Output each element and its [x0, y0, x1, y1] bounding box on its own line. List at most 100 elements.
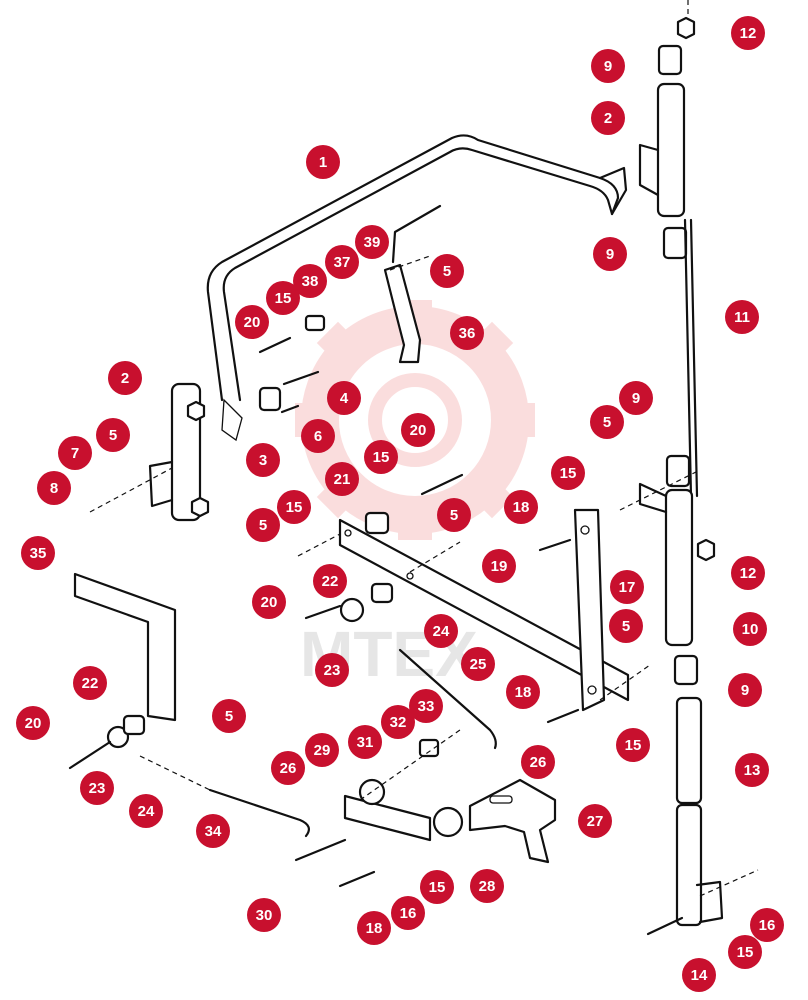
callout-23: 23 — [315, 653, 349, 687]
callout-number: 5 — [443, 263, 451, 280]
link-rod — [398, 648, 497, 750]
callout-30: 30 — [247, 898, 281, 932]
callout-number: 20 — [244, 314, 261, 331]
callout-number: 5 — [225, 708, 233, 725]
callout-circle — [506, 675, 540, 709]
callout-number: 21 — [334, 471, 351, 488]
callout-25: 25 — [461, 647, 495, 681]
callout-number: 37 — [334, 254, 351, 271]
callout-circle — [266, 281, 300, 315]
callout-number: 20 — [25, 715, 42, 732]
left-pivot-tube — [148, 382, 210, 522]
callout-5: 5 — [212, 699, 246, 733]
callout-circle — [21, 536, 55, 570]
callout-number: 6 — [314, 428, 322, 445]
callout-number: 26 — [280, 760, 297, 777]
callout-number: 16 — [759, 917, 776, 934]
callout-19: 19 — [482, 549, 516, 583]
callout-number: 33 — [418, 698, 435, 715]
callout-circle — [381, 705, 415, 739]
callout-31: 31 — [348, 725, 382, 759]
callout-15: 15 — [728, 935, 762, 969]
callout-5: 5 — [590, 405, 624, 439]
callout-5: 5 — [437, 498, 471, 532]
callout-number: 2 — [604, 110, 612, 127]
callout-number: 13 — [744, 762, 761, 779]
callout-number: 5 — [109, 427, 117, 444]
callout-circle — [293, 264, 327, 298]
callout-12: 12 — [731, 556, 765, 590]
callout-circle — [725, 300, 759, 334]
callout-15: 15 — [364, 440, 398, 474]
callout-number: 22 — [82, 675, 99, 692]
callout-34: 34 — [196, 814, 230, 848]
callout-15: 15 — [420, 870, 454, 904]
callout-circle — [521, 745, 555, 779]
callout-circle — [591, 101, 625, 135]
pivot-bracket — [343, 778, 464, 842]
callout-6: 6 — [301, 419, 335, 453]
callout-number: 36 — [459, 325, 476, 342]
callout-circle — [129, 794, 163, 828]
callout-circle — [430, 254, 464, 288]
callout-circle — [271, 751, 305, 785]
callout-33: 33 — [409, 689, 443, 723]
assembly-axis-lines — [89, 255, 759, 897]
callout-24: 24 — [424, 614, 458, 648]
callout-20: 20 — [16, 706, 50, 740]
callout-number: 12 — [740, 565, 757, 582]
callout-9: 9 — [728, 673, 762, 707]
callout-circle — [327, 381, 361, 415]
callout-8: 8 — [37, 471, 71, 505]
callout-circle — [325, 245, 359, 279]
callout-number: 18 — [366, 920, 383, 937]
callout-number: 15 — [625, 737, 642, 754]
callout-4: 4 — [327, 381, 361, 415]
callout-number: 15 — [429, 879, 446, 896]
callout-circle — [96, 418, 130, 452]
callout-number: 20 — [410, 422, 427, 439]
callout-number: 15 — [737, 944, 754, 961]
callout-number: 2 — [121, 370, 129, 387]
callout-number: 12 — [740, 25, 757, 42]
callout-20: 20 — [235, 305, 269, 339]
callout-number: 8 — [50, 480, 58, 497]
callout-circle — [247, 898, 281, 932]
callout-circle — [401, 413, 435, 447]
callout-number: 24 — [138, 803, 155, 820]
callout-number: 15 — [286, 499, 303, 516]
callout-23: 23 — [80, 771, 114, 805]
callout-circle — [325, 462, 359, 496]
callout-number: 19 — [491, 558, 508, 575]
callout-5: 5 — [96, 418, 130, 452]
callout-38: 38 — [293, 264, 327, 298]
callout-number: 15 — [373, 449, 390, 466]
callout-number: 30 — [256, 907, 273, 924]
callout-circle — [610, 570, 644, 604]
callout-circle — [357, 911, 391, 945]
callout-number: 22 — [322, 573, 339, 590]
callout-28: 28 — [470, 869, 504, 903]
callout-circle — [733, 612, 767, 646]
callout-18: 18 — [506, 675, 540, 709]
callout-number: 35 — [30, 545, 47, 562]
callout-circle — [482, 549, 516, 583]
callout-circle — [315, 653, 349, 687]
callout-number: 3 — [259, 452, 267, 469]
callout-29: 29 — [305, 733, 339, 767]
callout-circle — [450, 316, 484, 350]
callout-circle — [735, 753, 769, 787]
callout-number: 5 — [622, 618, 630, 635]
callout-number: 20 — [261, 594, 278, 611]
callout-number: 17 — [619, 579, 636, 596]
callout-number: 18 — [513, 499, 530, 516]
callout-number: 5 — [603, 414, 611, 431]
callout-circle — [593, 237, 627, 271]
callout-circle — [246, 508, 280, 542]
callout-circle — [37, 471, 71, 505]
steering-column-assembly — [638, 0, 724, 927]
callout-circle — [578, 804, 612, 838]
callout-circle — [73, 666, 107, 700]
callout-number: 18 — [515, 684, 532, 701]
callout-5: 5 — [430, 254, 464, 288]
